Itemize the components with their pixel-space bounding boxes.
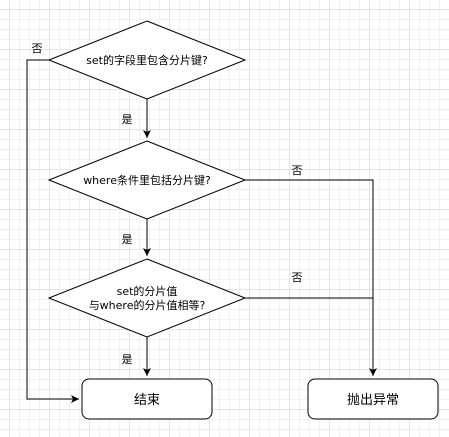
edge-label-d2-yes: 是 bbox=[122, 233, 133, 246]
edge-label-d2-no: 否 bbox=[292, 164, 303, 177]
decision-set-contains-shard-key[interactable]: set的字段里包含分片键? bbox=[47, 20, 247, 100]
end-node[interactable]: 结束 bbox=[81, 378, 213, 420]
end-label: 结束 bbox=[134, 393, 160, 408]
decision-3-label-line2: 与where的分片值相等? bbox=[89, 298, 206, 312]
edge-label-d1-yes: 是 bbox=[122, 113, 133, 126]
decision-diamond-3 bbox=[47, 258, 247, 338]
decision-1-label: set的字段里包含分片键? bbox=[86, 53, 208, 67]
edge-label-d3-no: 否 bbox=[292, 271, 303, 284]
throw-exception-box bbox=[307, 378, 439, 420]
decision-where-contains-shard-key[interactable]: where条件里包括分片键? bbox=[47, 140, 247, 220]
throw-exception-label: 抛出异常 bbox=[347, 393, 399, 408]
decision-shard-values-equal[interactable]: set的分片值 与where的分片值相等? bbox=[47, 258, 247, 338]
edge-d2-no bbox=[245, 179, 377, 376]
edge-label-d1-no: 否 bbox=[32, 42, 43, 55]
decision-2-label: where条件里包括分片键? bbox=[83, 173, 211, 187]
edge-d1-no bbox=[26, 59, 79, 403]
edge-label-d3-yes: 是 bbox=[122, 353, 133, 366]
throw-exception-node[interactable]: 抛出异常 bbox=[307, 378, 439, 420]
decision-3-label-line1: set的分片值 bbox=[117, 284, 178, 298]
end-box bbox=[81, 378, 213, 420]
